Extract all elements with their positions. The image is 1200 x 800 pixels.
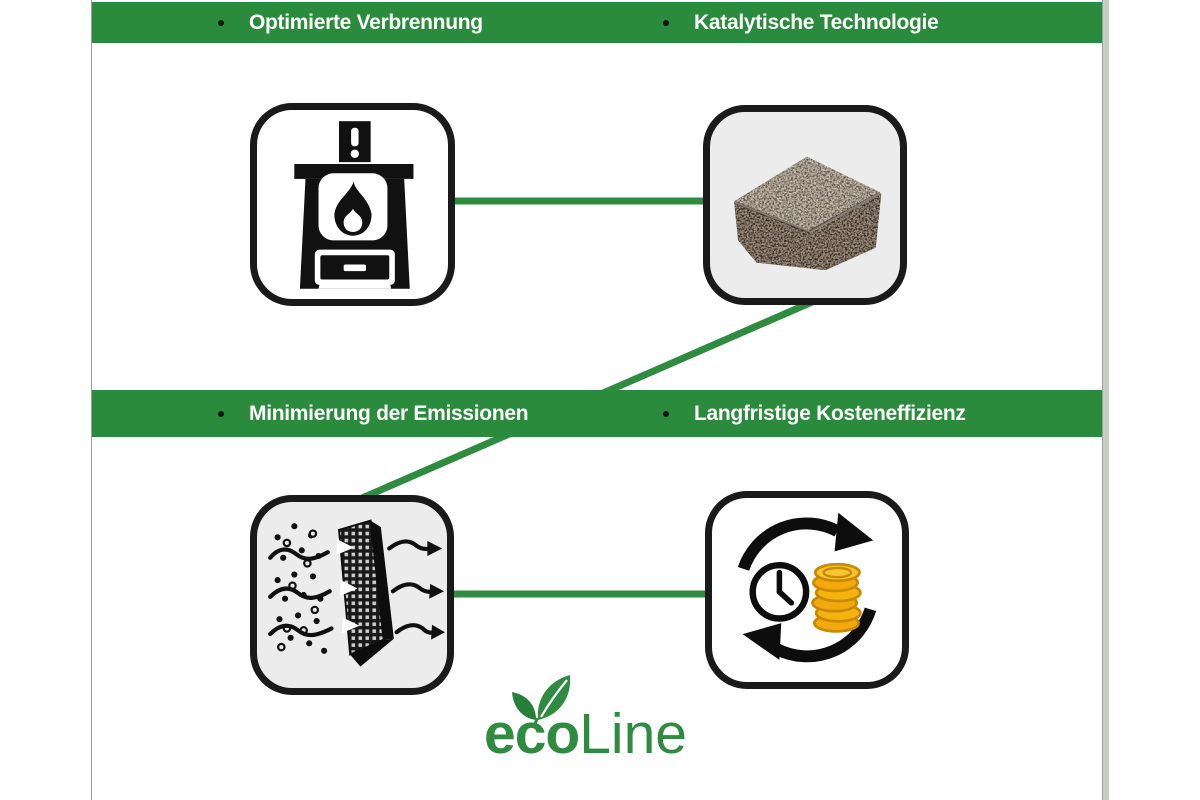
brand-logo: ecoLine: [484, 675, 687, 766]
time-money-cycle-icon: [737, 512, 877, 663]
page-left-border: [91, 0, 92, 800]
banner-item: Katalytische Technologie: [663, 2, 939, 43]
banner-item: Optimierte Verbrennung: [218, 2, 483, 43]
bullet-icon: [218, 19, 224, 26]
banner-label: Optimierte Verbrennung: [249, 10, 483, 34]
card-stove: [250, 103, 455, 306]
card-cost: [705, 491, 909, 689]
banner-middle: Minimierung der Emissionen Langfristige …: [92, 390, 1102, 437]
coin-stack-icon: [811, 562, 862, 633]
particles: [274, 523, 328, 654]
page-right-border: [1102, 0, 1103, 800]
bullet-icon: [663, 410, 669, 417]
banner-item: Minimierung der Emissionen: [218, 390, 529, 437]
particle-filter-icon: [268, 519, 445, 667]
banner-top: Optimierte Verbrennung Katalytische Tech…: [92, 2, 1102, 43]
page-edge-strip: [1103, 0, 1109, 800]
wood-stove-icon: [294, 121, 414, 289]
banner-label: Minimierung der Emissionen: [249, 401, 529, 425]
leaf-icon: [512, 675, 571, 729]
bullet-icon: [663, 19, 669, 26]
card-filter: [250, 495, 454, 695]
logo-text-light: Line: [579, 702, 687, 766]
banner-item: Langfristige Kosteneffizienz: [663, 390, 966, 437]
bullet-icon: [218, 410, 224, 417]
banner-label: Katalytische Technologie: [694, 10, 939, 34]
catalyst-foam-image: [733, 156, 882, 271]
banner-label: Langfristige Kosteneffizienz: [694, 401, 966, 425]
card-catalyst: [703, 105, 907, 305]
